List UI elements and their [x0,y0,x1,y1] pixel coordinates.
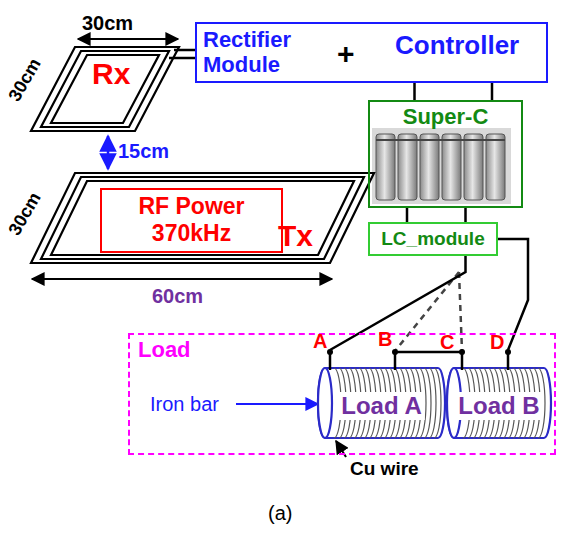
node-text: Load [138,337,191,362]
wire-connector [415,83,493,100]
node-text: LC_module [370,228,496,250]
annotation-label: 30cm [4,189,45,239]
node-text: RF Power 370kHz [102,193,281,247]
rectifier-controller-box: Rectifier Module + Controller [195,22,548,83]
dashed-wire [459,272,462,351]
node-text: + [337,36,355,71]
annotation-label: B [378,328,392,351]
node-text: Rx [92,56,130,91]
annotation-label: 30cm [82,12,133,35]
annotation-label: Cu wire [350,458,419,480]
node-text: Controller [395,30,519,60]
node-text: Tx [278,218,313,253]
node-text: Super-C [370,104,521,129]
supercapacitor-photo [372,128,511,204]
transmitter-coil: TxRF Power 370kHz [30,172,375,264]
dimension-arrow [32,278,332,280]
dimension-arrow [107,136,110,169]
supercapacitor-box: Super-C [368,100,523,208]
load-coil: Load B [447,350,551,442]
annotation-label: D [490,331,504,354]
annotation-label: 15cm [118,140,169,163]
receiver-coil: Rx [30,46,180,132]
dimension-arrow [78,38,178,40]
node-text: Rectifier Module [203,27,321,77]
wire-connector [407,208,466,222]
lc-module-box: LC_module [368,222,498,256]
annotation-label: A [313,330,327,353]
annotation-label: C [440,331,454,354]
annotation-label: Iron bar [150,393,219,416]
annotation-label: 60cm [152,285,203,308]
leader-arrow [236,403,318,405]
node-text: Load A [338,392,424,420]
annotation-label: 30cm [4,55,45,105]
rf-power-box: RF Power 370kHz [100,188,283,253]
annotation-label: (a) [268,502,292,525]
node-text: Load B [455,392,542,420]
load-coil: Load A [318,350,445,442]
